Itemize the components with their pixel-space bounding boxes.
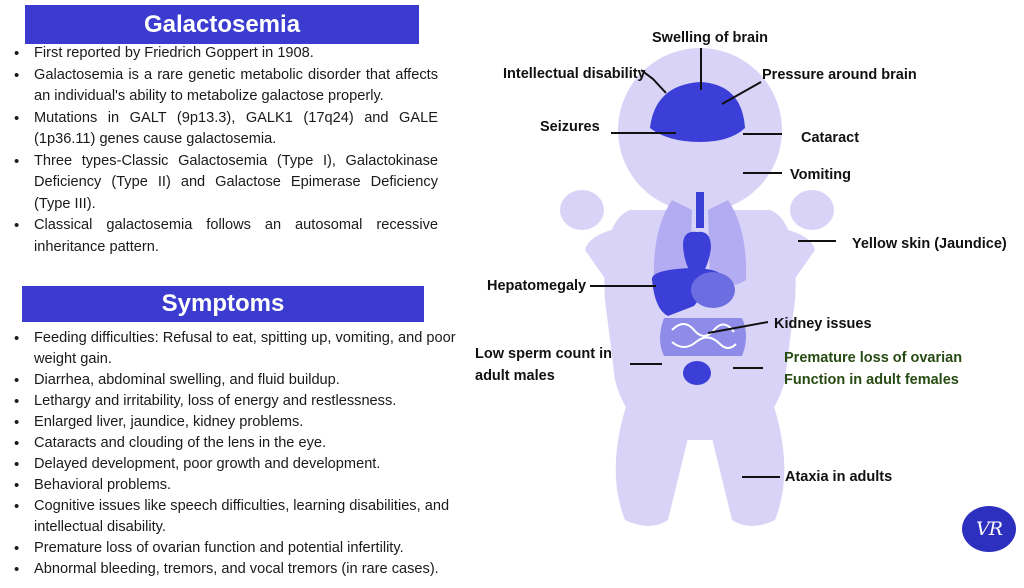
label-intellectual-disability: Intellectual disability	[503, 66, 646, 82]
label-low-sperm-count-line2: adult males	[475, 368, 555, 384]
list-item: Galactosemia is a rare genetic metabolic…	[8, 65, 438, 108]
label-cataract: Cataract	[801, 130, 860, 146]
brain-shape	[650, 82, 745, 142]
lungs	[653, 200, 747, 286]
label-ataxia: Ataxia in adults	[785, 469, 893, 485]
symptoms-title: Symptoms	[161, 290, 285, 317]
list-item: Lethargy and irritability, loss of energ…	[8, 391, 476, 412]
list-item: Mutations in GALT (9p13.3), GALK1 (17q24…	[8, 108, 438, 151]
leader-lines	[590, 48, 836, 478]
symptom-list: Feeding difficulties: Refusal to eat, sp…	[8, 328, 476, 580]
label-seizures: Seizures	[540, 119, 600, 135]
vr-logo: VR	[962, 506, 1016, 552]
list-item: Diarrhea, abdominal swelling, and fluid …	[8, 370, 476, 391]
list-item: Cataracts and clouding of the lens in th…	[8, 433, 476, 454]
label-hepatomegaly: Hepatomegaly	[487, 278, 587, 294]
label-vomiting: Vomiting	[790, 167, 851, 183]
list-item: Feeding difficulties: Refusal to eat, sp…	[8, 328, 476, 370]
list-item: Cognitive issues like speech difficultie…	[8, 496, 476, 538]
label-low-sperm-count: Low sperm count in adult males	[475, 343, 612, 387]
intro-list: First reported by Friedrich Goppert in 1…	[8, 43, 438, 258]
symptoms-banner: Symptoms	[22, 286, 424, 322]
label-ovarian-loss-line1: Premature loss of ovarian	[784, 350, 963, 366]
list-item: Delayed development, poor growth and dev…	[8, 454, 476, 475]
list-item: Abnormal bleeding, tremors, and vocal tr…	[8, 559, 476, 580]
list-item: First reported by Friedrich Goppert in 1…	[8, 43, 438, 65]
list-item: Behavioral problems.	[8, 475, 476, 496]
list-item: Three types-Classic Galactosemia (Type I…	[8, 151, 438, 216]
bladder-shape	[683, 361, 711, 385]
label-ovarian-loss-line2: Function in adult females	[784, 372, 959, 388]
small-intestine-coils	[671, 323, 737, 349]
list-item: Premature loss of ovarian function and p…	[8, 538, 476, 559]
list-item: Enlarged liver, jaundice, kidney problem…	[8, 412, 476, 433]
logo-text: VR	[975, 518, 1003, 540]
label-ovarian-loss: Premature loss of ovarian Function in ad…	[784, 347, 962, 391]
stomach-shape	[691, 272, 735, 308]
trachea	[696, 192, 704, 228]
label-low-sperm-count-line1: Low sperm count in	[475, 346, 612, 362]
label-swelling-of-brain: Swelling of brain	[652, 30, 769, 46]
page-title: Galactosemia	[143, 10, 301, 38]
label-kidney-issues: Kidney issues	[774, 316, 872, 332]
heart-shape	[683, 231, 711, 280]
label-jaundice: Yellow skin (Jaundice)	[852, 236, 1007, 252]
label-pressure-around-brain: Pressure around brain	[762, 67, 917, 83]
title-banner: Galactosemia	[25, 5, 419, 44]
list-item: Classical galactosemia follows an autoso…	[8, 215, 438, 258]
